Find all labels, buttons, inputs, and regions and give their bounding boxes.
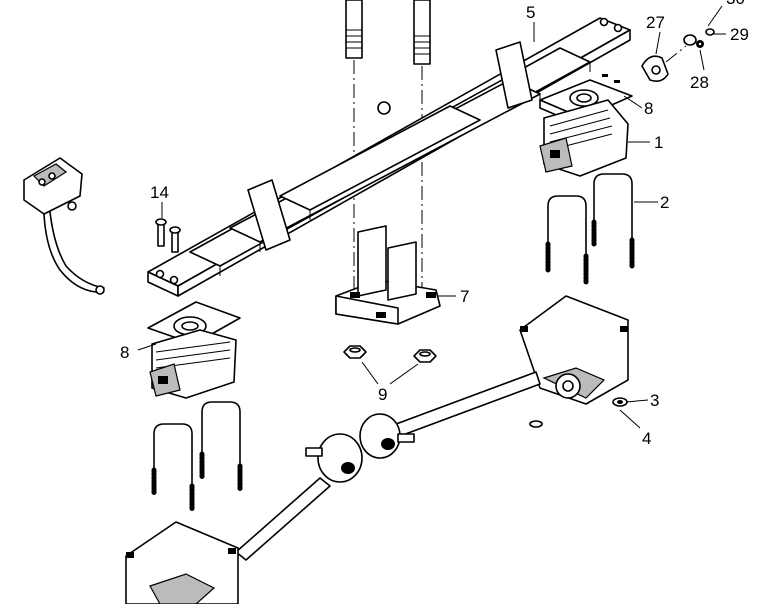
callout-3: 3 (650, 391, 659, 410)
bolts-14 (155, 218, 181, 253)
callout-4: 4 (642, 429, 651, 448)
leader-lines (137, 5, 726, 429)
axle-housing-left (125, 521, 239, 605)
callout-14: 14 (150, 183, 169, 202)
callouts: 5 27 29 30 28 8 1 14 2 7 8 9 3 4 (120, 0, 749, 448)
callout-9: 9 (378, 385, 387, 404)
callout-8-upper: 8 (644, 99, 653, 118)
harness-inset (23, 157, 105, 295)
callout-27: 27 (646, 13, 665, 32)
callout-29: 29 (730, 25, 749, 44)
leaf-spring (147, 17, 631, 297)
callout-5: 5 (526, 3, 535, 22)
small-hardware (641, 28, 715, 82)
cushion-bracket-right (539, 99, 629, 177)
washers (529, 397, 628, 428)
spring-seat-left (147, 301, 241, 399)
callout-2: 2 (660, 193, 669, 212)
callout-1: 1 (654, 133, 663, 152)
callout-7: 7 (460, 287, 469, 306)
callout-8-lower: 8 (120, 343, 129, 362)
callout-30: 30 (726, 0, 745, 8)
callout-28: 28 (690, 73, 709, 92)
spacer-block (335, 225, 441, 325)
nuts-9 (343, 345, 437, 363)
cross-rod (235, 371, 541, 561)
u-bolts-left (151, 401, 243, 513)
u-bolts-right (545, 173, 635, 285)
axle-housing-right (519, 295, 629, 405)
